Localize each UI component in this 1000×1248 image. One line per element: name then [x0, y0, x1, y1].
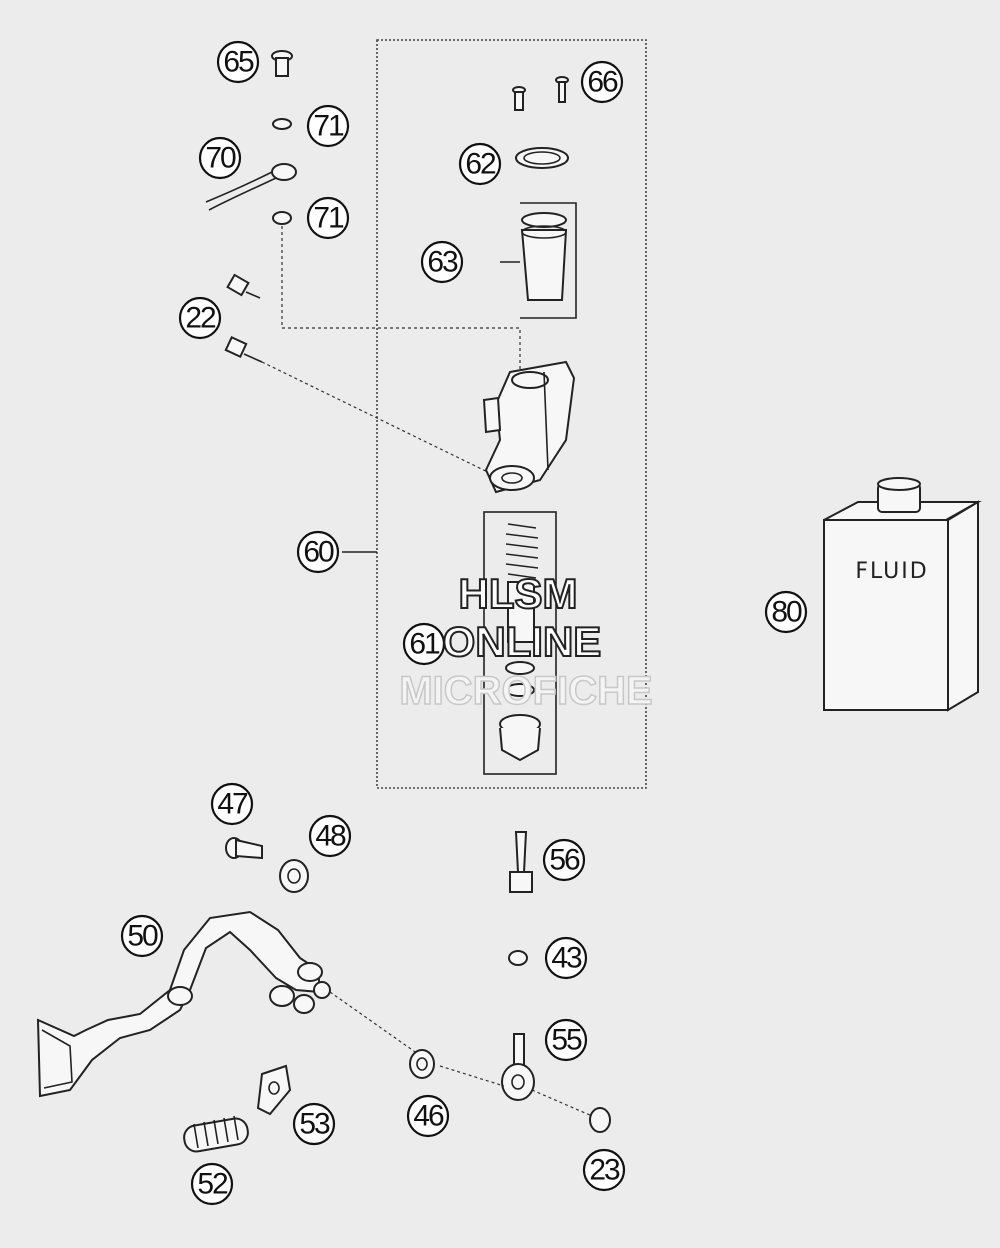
callout-71-top: 71	[306, 104, 350, 148]
part-63-reservoir	[500, 212, 568, 301]
callout-52: 52	[190, 1162, 234, 1206]
part-65-bolt	[271, 50, 293, 77]
part-60-cylinder-body	[482, 360, 576, 494]
callout-23: 23	[582, 1148, 626, 1192]
leader-pedal-axis	[329, 991, 505, 1087]
callout-56: 56	[542, 838, 586, 882]
callout-53: 53	[292, 1102, 336, 1146]
part-48-bushing	[279, 859, 309, 893]
part-55-clevis	[501, 1033, 535, 1101]
part-22-bolt-upper	[226, 273, 261, 299]
leader-bolt-to-cylinder	[261, 361, 501, 479]
callout-50: 50	[120, 914, 164, 958]
callout-63: 63	[420, 240, 464, 284]
svg-text:71: 71	[313, 110, 344, 143]
part-71-washer-top	[272, 118, 292, 130]
svg-text:55: 55	[551, 1024, 582, 1057]
part-62-clamp	[515, 147, 569, 169]
svg-text:53: 53	[299, 1108, 330, 1141]
svg-text:47: 47	[217, 788, 248, 821]
svg-text:80: 80	[771, 596, 802, 629]
svg-text:65: 65	[223, 46, 254, 79]
part-61-piston-kit	[499, 523, 541, 762]
watermark-line-2: ONLINE	[443, 618, 602, 665]
watermark-line-1: HLSM	[459, 570, 578, 617]
callout-48: 48	[308, 814, 352, 858]
container-label: FLUID	[855, 559, 928, 584]
svg-text:61: 61	[409, 628, 440, 661]
leader-hose-to-cylinder	[281, 226, 521, 370]
part-47-bolt	[225, 837, 263, 860]
svg-text:22: 22	[185, 302, 216, 335]
callout-80: 80	[764, 590, 808, 634]
part-52-spring	[183, 1115, 249, 1153]
part-56-bleeder	[509, 831, 533, 893]
callout-22: 22	[178, 296, 222, 340]
leader-clevis-nut	[531, 1089, 593, 1117]
part-22-bolt-lower	[224, 335, 263, 363]
callout-71-bottom: 71	[306, 196, 350, 240]
svg-text:46: 46	[413, 1100, 444, 1133]
callout-55: 55	[544, 1018, 588, 1062]
svg-text:62: 62	[465, 148, 496, 181]
svg-text:66: 66	[587, 66, 618, 99]
assembly-63-frame	[520, 202, 577, 319]
part-53-bracket	[256, 1064, 292, 1116]
callout-60: 60	[296, 530, 340, 574]
part-70-hose	[205, 163, 297, 211]
callout-43: 43	[544, 936, 588, 980]
callout-62: 62	[458, 142, 502, 186]
callout-47: 47	[210, 782, 254, 826]
part-66-screw-a	[512, 86, 526, 111]
part-46-nut	[409, 1049, 435, 1079]
part-80-fluid-container: FLUID	[823, 477, 982, 712]
svg-text:52: 52	[197, 1168, 228, 1201]
assembly-60-frame	[376, 39, 647, 789]
part-43-nut	[508, 950, 528, 966]
part-50-brake-pedal	[36, 910, 323, 1098]
svg-text:50: 50	[127, 920, 158, 953]
svg-text:43: 43	[551, 942, 582, 975]
callout-61: 61	[402, 622, 446, 666]
callout-46: 46	[406, 1094, 450, 1138]
part-71-washer-bottom	[272, 211, 292, 225]
callout-65: 65	[216, 40, 260, 84]
svg-text:71: 71	[313, 202, 344, 235]
svg-text:56: 56	[549, 844, 580, 877]
svg-text:60: 60	[303, 536, 334, 569]
callout-70: 70	[198, 136, 242, 180]
watermark-line-3: MICROFICHE	[399, 669, 652, 713]
part-23-nut	[589, 1107, 611, 1133]
assembly-61-frame	[483, 511, 557, 775]
callout-66: 66	[580, 60, 624, 104]
part-66-screw-b	[555, 76, 569, 103]
svg-text:48: 48	[315, 820, 346, 853]
svg-text:70: 70	[205, 142, 236, 175]
pedal-pivot	[269, 981, 331, 1014]
svg-text:63: 63	[427, 246, 458, 279]
svg-text:23: 23	[589, 1154, 620, 1187]
